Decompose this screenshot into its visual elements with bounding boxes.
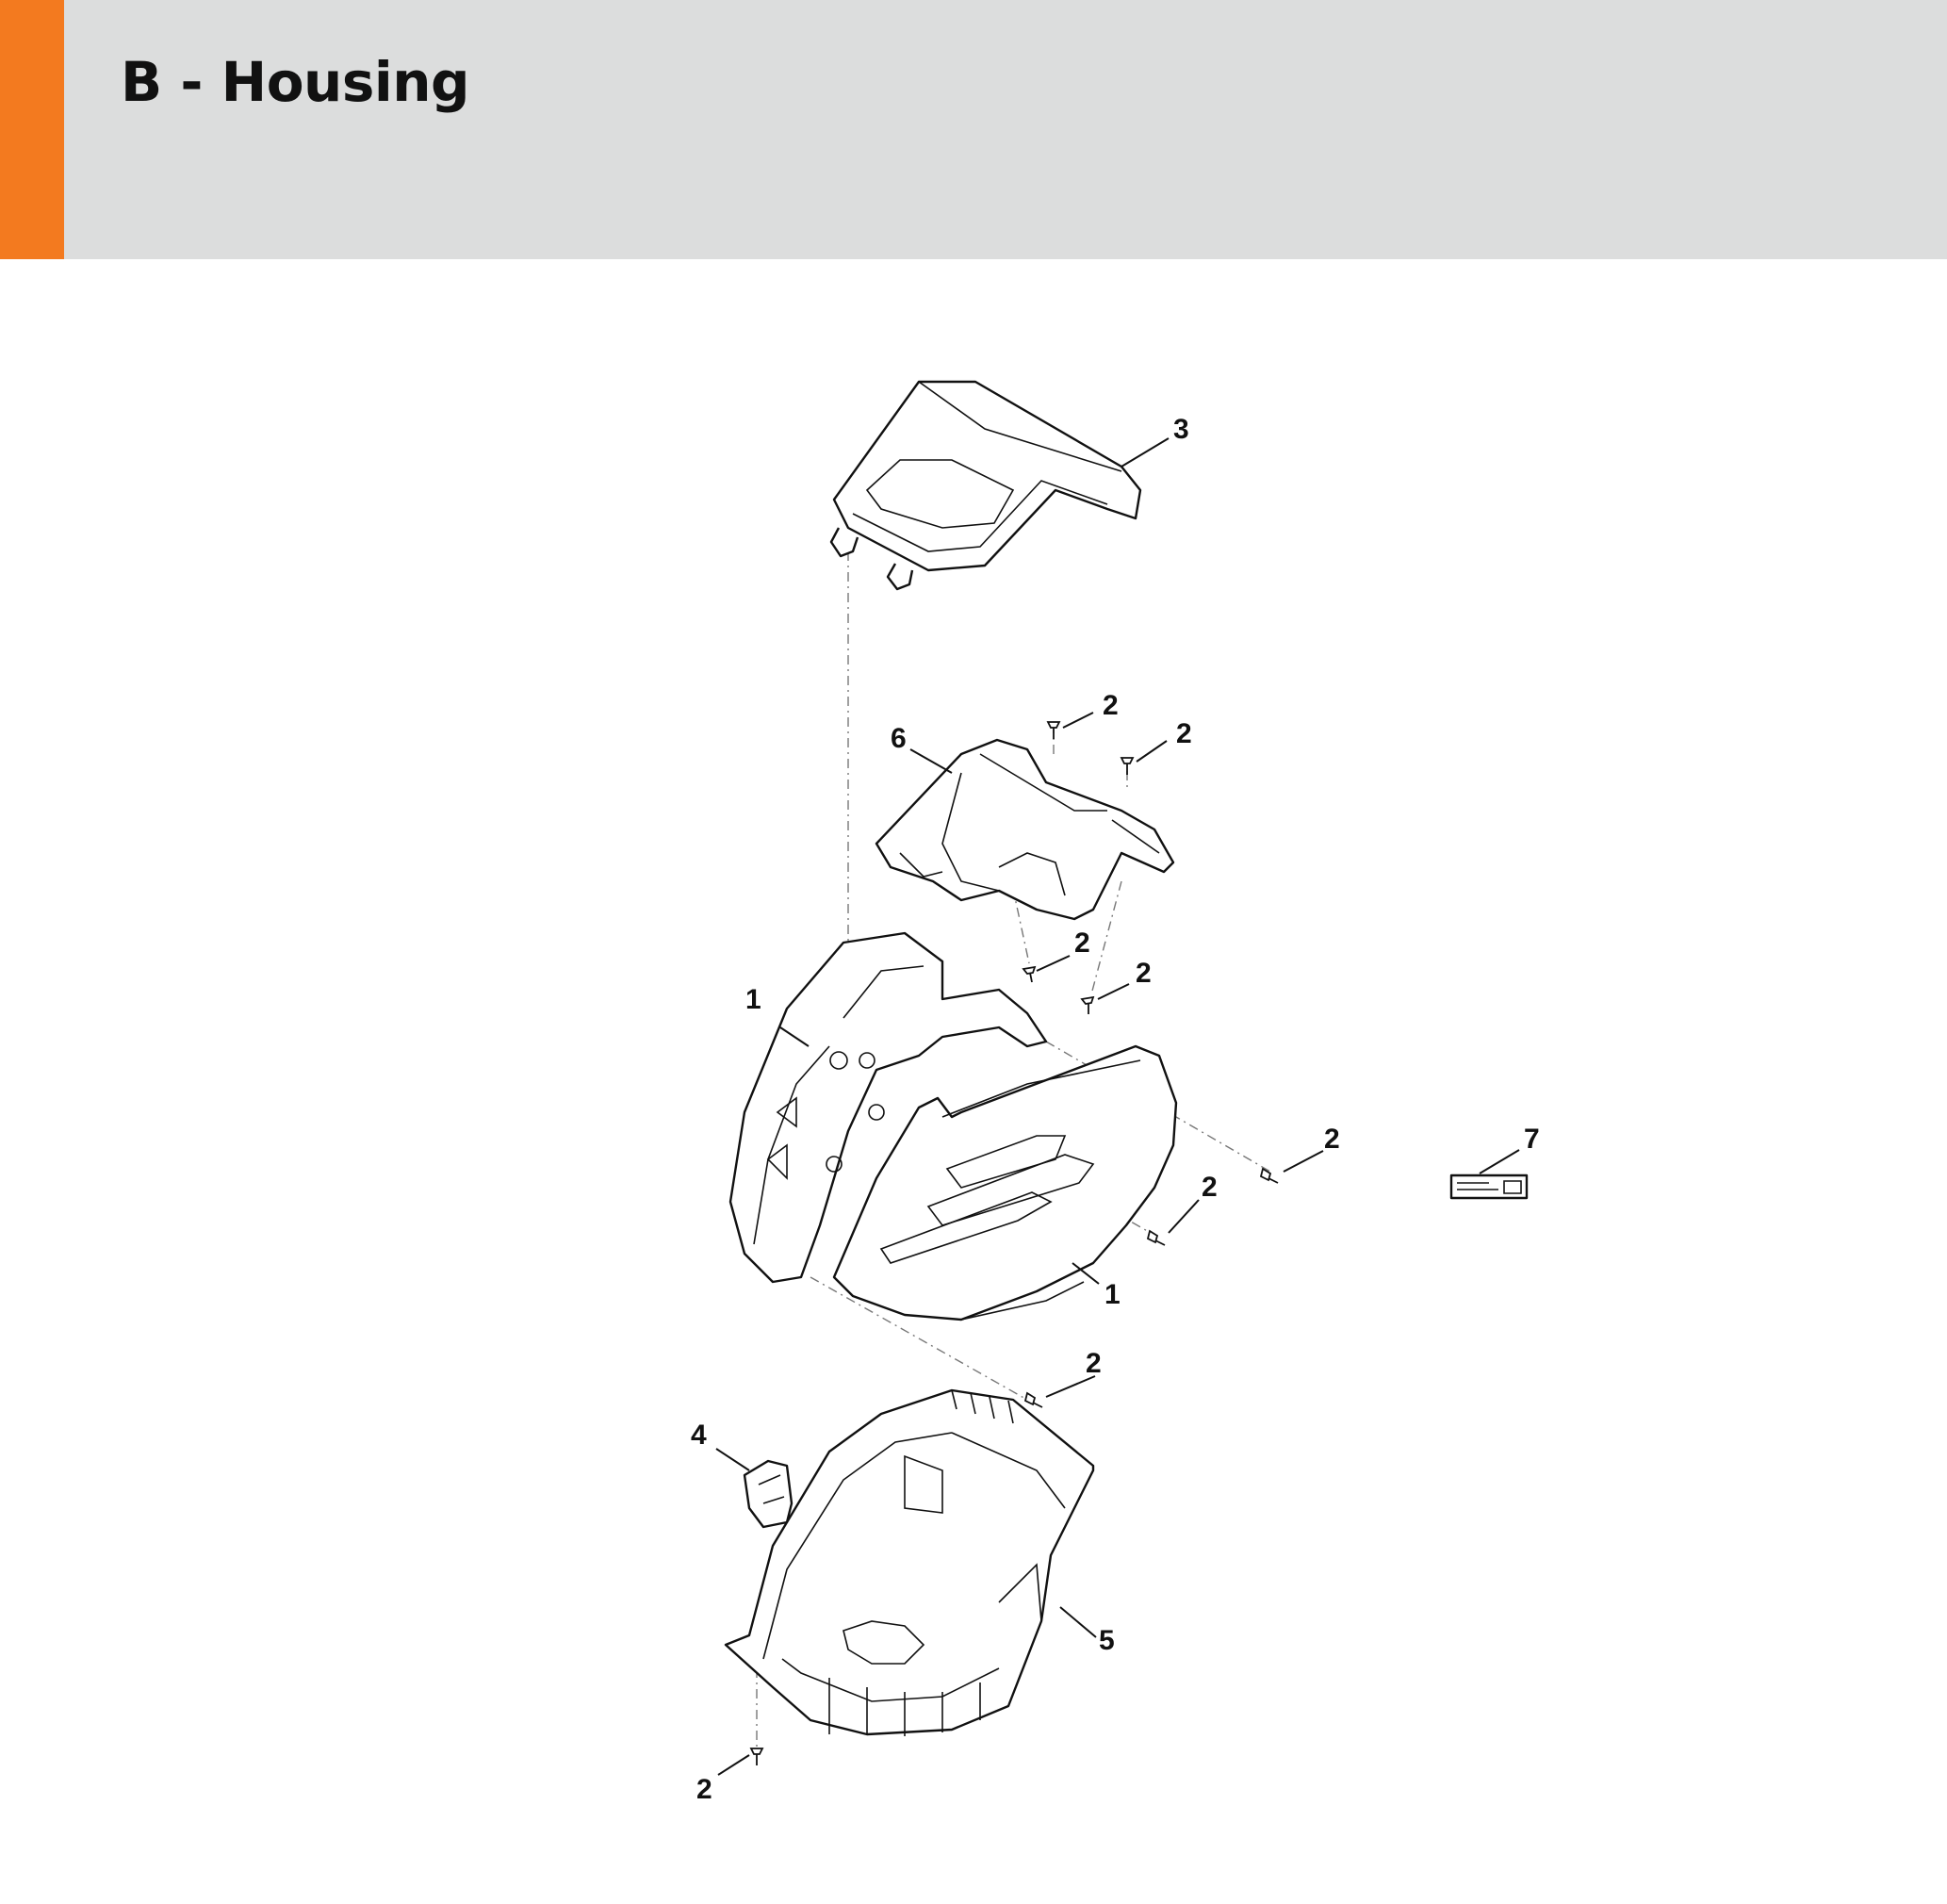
callout-5: 5	[1099, 1625, 1115, 1656]
callout-1: 1	[745, 984, 761, 1015]
callout-2: 2	[1074, 927, 1090, 959]
callout-3: 3	[1173, 414, 1189, 445]
callout-labels: 3 6 2 2 2 2 1 1 2 2 7 2 4 5 2	[691, 414, 1540, 1805]
callout-1: 1	[1104, 1279, 1121, 1310]
callout-2: 2	[1136, 958, 1152, 989]
part-7-label	[1449, 1174, 1529, 1200]
header-band	[0, 0, 1947, 259]
part-6-mid-cover	[875, 738, 1175, 921]
orange-accent-bar	[0, 0, 64, 259]
callout-6: 6	[891, 723, 907, 754]
part-1-right-housing	[832, 1044, 1178, 1321]
page-title: B - Housing	[121, 50, 470, 114]
callout-2: 2	[1086, 1348, 1102, 1379]
screws	[749, 721, 1279, 1765]
callout-2: 2	[1176, 718, 1192, 749]
callout-2: 2	[1202, 1172, 1218, 1203]
callout-2: 2	[1103, 690, 1119, 721]
callout-4: 4	[691, 1420, 707, 1451]
leader-lines	[715, 437, 1520, 1776]
part-3-top-cover	[829, 380, 1142, 591]
part-1-left-housing	[728, 931, 1048, 1284]
part-4-clip	[743, 1459, 794, 1529]
callout-7: 7	[1524, 1124, 1540, 1155]
part-5-base-housing	[724, 1388, 1095, 1736]
callout-2: 2	[696, 1774, 712, 1805]
callout-2: 2	[1324, 1124, 1340, 1155]
